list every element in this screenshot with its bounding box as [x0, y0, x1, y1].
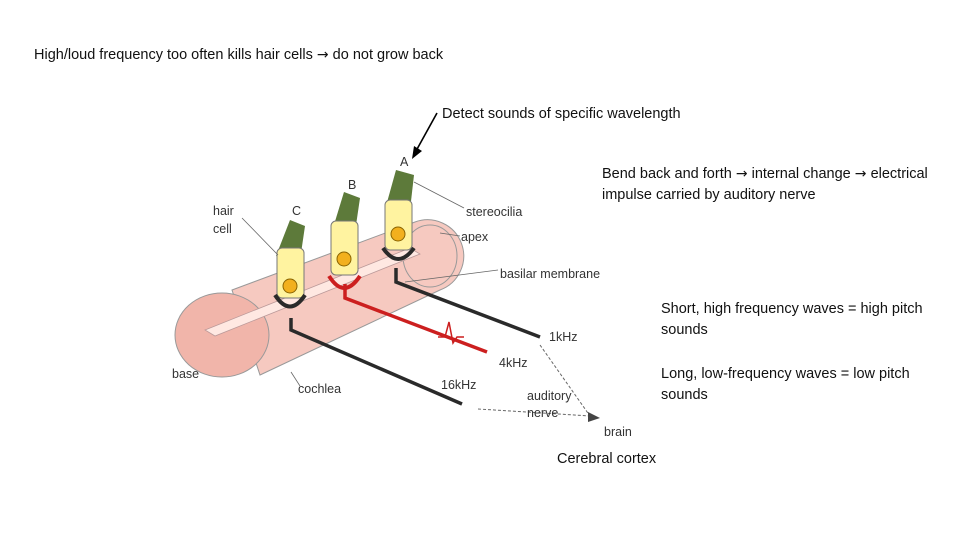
auditory-nerve-arrow — [477, 344, 600, 422]
right-arrow-icon: → — [316, 47, 329, 63]
bend-note: Bend back and forth → internal change → … — [602, 164, 932, 206]
cerebral-cortex-label: Cerebral cortex — [557, 451, 657, 467]
right-arrow-icon: → — [735, 166, 748, 182]
label-leader-lines — [241, 181, 499, 387]
pointer-arrow-icon — [412, 112, 438, 159]
bend-note-part1: Bend back and forth — [602, 166, 732, 182]
base-label: base — [172, 367, 199, 381]
hair-cell-damage-note: High/loud frequency too often kills hair… — [34, 45, 443, 66]
nerve-signal-spike-icon — [438, 321, 464, 345]
hair-cell-c — [273, 220, 307, 309]
auditory-nerve-label-line1: auditory — [527, 389, 572, 403]
bend-note-part3: electrical impulse carried by auditory n… — [602, 166, 928, 203]
cell-b-label: B — [348, 178, 356, 192]
long-waves-note: Long, low-frequency waves = low pitch so… — [661, 366, 910, 403]
short-waves-note: Short, high frequency waves = high pitch… — [661, 301, 923, 338]
detect-note: Detect sounds of specific wavelength — [442, 106, 681, 122]
cochlea-tube — [174, 219, 465, 378]
hair-cell-label-line2: cell — [213, 222, 232, 236]
cell-c-label: C — [292, 204, 301, 218]
hair-cell-label-line1: hair — [213, 204, 234, 218]
freq-16khz-label: 16kHz — [441, 378, 476, 392]
damage-note-part2: do not grow back — [332, 47, 444, 63]
apex-label: apex — [461, 230, 489, 244]
hair-cell-b — [327, 192, 362, 290]
hair-cell-a — [381, 170, 416, 261]
right-arrow-icon: → — [854, 166, 867, 182]
freq-4khz-label: 4kHz — [499, 356, 527, 370]
bend-note-part2: internal change — [751, 166, 851, 182]
basilar-membrane-label: basilar membrane — [500, 267, 600, 281]
damage-note-part1: High/loud frequency too often kills hair… — [34, 47, 313, 63]
stereocilia-label: stereocilia — [466, 205, 522, 219]
auditory-nerve-label-line2: nerve — [527, 406, 558, 420]
brain-label: brain — [604, 425, 632, 439]
freq-1khz-label: 1kHz — [549, 330, 577, 344]
cell-a-label: A — [400, 155, 409, 169]
cochlea-label: cochlea — [298, 382, 341, 396]
